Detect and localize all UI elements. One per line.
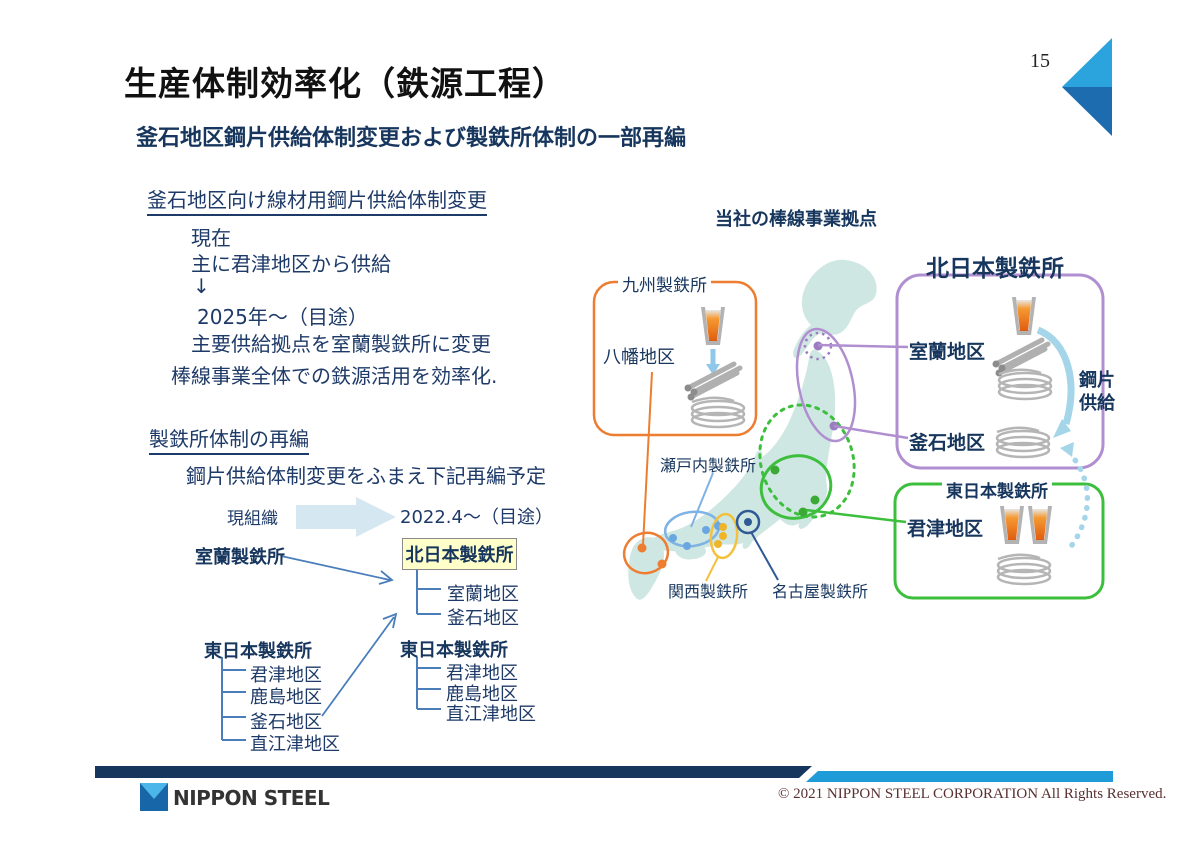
org-current-east-works: 東日本製鉄所 <box>204 641 312 662</box>
section2-line1: 鋼片供給体制変更をふまえ下記再編予定 <box>186 464 546 488</box>
muroran-district-label: 室蘭地区 <box>909 341 986 363</box>
setouchi-works-label: 瀬戸内製鉄所 <box>660 456 757 475</box>
plant-dot-kansai-3 <box>714 540 722 548</box>
supply-arrows <box>1036 326 1091 548</box>
org-future-east-works: 東日本製鉄所 <box>400 640 508 661</box>
org-current-muroran-works: 室蘭製鉄所 <box>195 547 285 568</box>
section1-line4: 主要供給拠点を室蘭製鉄所に変更 <box>191 332 491 356</box>
kamaishi-district-label: 釜石地区 <box>909 432 986 454</box>
org-future-child-kashima: 鹿島地区 <box>446 684 518 705</box>
org-future-north-works-box: 北日本製鉄所 <box>402 538 517 570</box>
org-future-north-works-label: 北日本製鉄所 <box>405 545 514 566</box>
kansai-connector <box>705 556 719 582</box>
yahata-connector <box>642 371 653 546</box>
tree-east-right <box>416 657 441 710</box>
org-future-child-muroran: 室蘭地区 <box>447 584 519 605</box>
transition-arrow <box>296 497 396 537</box>
org-future-child-naoetsu: 直江津地区 <box>446 704 536 725</box>
kansai-ellipse <box>709 512 739 560</box>
plant-dot-setouchi-1 <box>669 534 677 542</box>
section1-line2: 主に君津地区から供給 <box>191 252 391 276</box>
supply-arrow-solid-head <box>1053 419 1071 438</box>
section1-line1: 現在 <box>191 226 231 250</box>
billet-supply-label-line2: 供給 <box>1079 393 1115 414</box>
kyushu-landmass <box>628 537 665 600</box>
kyushu-ellipse <box>622 531 670 575</box>
section1-down-arrow: ↓ <box>193 274 210 298</box>
org-future-child-kamaishi: 釜石地区 <box>447 608 519 629</box>
plant-dot-kansai-2 <box>719 532 727 540</box>
plant-dot-kansai-1 <box>719 523 727 531</box>
footer-dark-bar <box>95 766 812 778</box>
org-current-child-kashima: 鹿島地区 <box>250 687 322 708</box>
plant-dot-kyushu-1 <box>637 543 647 553</box>
nagoya-works-label: 名古屋製鉄所 <box>772 582 869 601</box>
section2-heading: 製鉄所体制の再編 <box>149 423 309 455</box>
supply-arrow-dotted-head <box>1060 442 1074 457</box>
org-current-child-kimitsu: 君津地区 <box>250 665 322 686</box>
supply-arrow-solid <box>1036 326 1075 425</box>
kanto-green-ellipse <box>759 454 833 520</box>
plant-dot-kimitsu <box>798 507 808 517</box>
arrow-kamaishi-to-north <box>321 612 398 717</box>
plant-dot-naoetsu <box>770 465 780 475</box>
down-arrow-head <box>706 364 720 375</box>
connector-lines <box>642 343 909 582</box>
box-icons <box>685 297 1053 586</box>
copyright-text: © 2021 NIPPON STEEL CORPORATION All Righ… <box>778 786 1167 802</box>
hokkaido-landmass <box>792 259 877 359</box>
north-japan-ellipse <box>795 327 857 443</box>
region-ellipses <box>622 327 857 575</box>
plant-dot-kashima <box>810 495 820 505</box>
supply-arrow-dotted <box>1069 453 1091 548</box>
arrow-muroran-to-north <box>280 555 394 585</box>
kyushu-box-title: 九州製鉄所 <box>618 271 711 296</box>
plant-dot-nagoya <box>744 518 752 526</box>
org-tree-lines <box>221 555 441 741</box>
muroran-connector <box>817 343 909 349</box>
nippon-steel-logo-text: NIPPON STEEL <box>173 786 330 810</box>
section1-line3: 2025年～（目途） <box>197 305 368 329</box>
corner-triangle-bottom <box>1062 87 1112 136</box>
east-works-box-title: 東日本製鉄所 <box>942 477 1052 502</box>
plant-dot-kyushu-2 <box>657 559 667 569</box>
kansai-works-label: 関西製鉄所 <box>668 582 749 601</box>
tree-east-left <box>221 657 246 741</box>
decorations <box>95 38 1113 811</box>
tree-north <box>416 570 441 615</box>
north-works-box-title: 北日本製鉄所 <box>926 256 1064 282</box>
footer-light-bar <box>806 771 1113 782</box>
org-future-child-kimitsu: 君津地区 <box>446 663 518 684</box>
future-org-label: 2022.4～（目途） <box>400 507 553 528</box>
kimitsu-district-label: 君津地区 <box>907 518 984 540</box>
org-current-child-kamaishi: 釜石地区 <box>250 712 322 733</box>
map-title: 当社の棒線事業拠点 <box>715 209 877 230</box>
kamaishi-connector <box>833 424 909 440</box>
nagoya-circle <box>735 509 761 535</box>
plant-dot-setouchi-2 <box>683 542 691 550</box>
setouchi-connector <box>690 472 714 528</box>
corner-triangle-top <box>1062 38 1112 87</box>
slide-title: 生産体制効率化（鉄源工程） <box>124 64 566 103</box>
current-org-label: 現組織 <box>227 509 278 529</box>
yahata-district-label: 八幡地区 <box>603 347 675 368</box>
page-number: 15 <box>1030 50 1050 72</box>
slide-subtitle: 釜石地区鋼片供給体制変更および製鉄所体制の一部再編 <box>136 126 687 151</box>
billet-supply-label-line1: 鋼片 <box>1079 370 1115 391</box>
section1-heading: 釜石地区向け線材用鋼片供給体制変更 <box>147 184 487 216</box>
nippon-steel-logo-mark <box>140 783 168 811</box>
org-current-child-naoetsu: 直江津地区 <box>250 734 340 755</box>
nagoya-connector <box>750 531 779 581</box>
section1-line5: 棒線事業全体での鉄源活用を効率化. <box>171 364 498 388</box>
honshu-landmass <box>650 349 836 552</box>
kimitsu-connector <box>805 508 907 524</box>
plant-dot-setouchi-3 <box>702 526 710 534</box>
